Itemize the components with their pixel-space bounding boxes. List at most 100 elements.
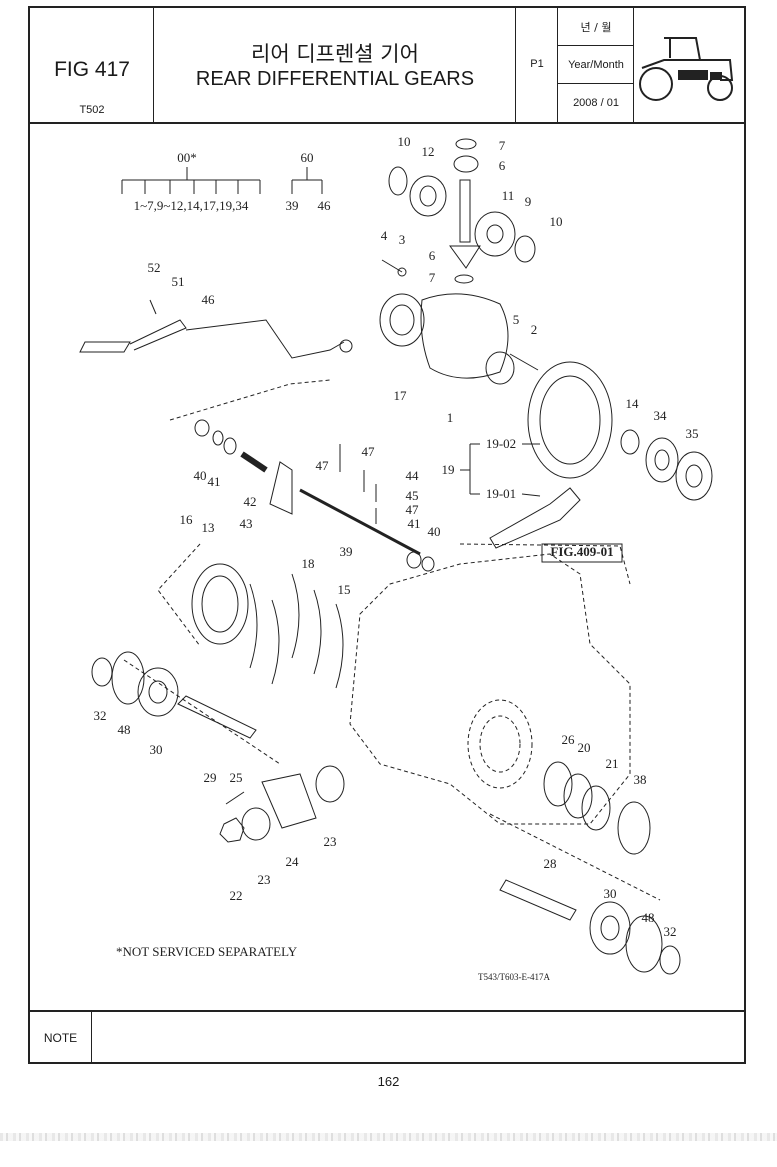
part-10-ring [388,166,408,196]
part-2-pin [509,353,539,371]
callout-47b: 47 [316,458,330,473]
part-9-cover [474,211,516,257]
figure-number: FIG 417 [54,58,130,81]
callout-6: 6 [499,158,506,173]
part-7b-washer [454,274,474,284]
part-48b-ring [625,915,663,973]
callout-39: 39 [340,544,353,559]
callout-1: 1 [447,410,454,425]
part-32-snapring [91,657,113,687]
note-section: NOTE [30,1010,744,1064]
callout-7b: 7 [429,270,436,285]
callout-20: 20 [578,740,591,755]
callout-47a: 47 [362,444,376,459]
callout-18: 18 [302,556,315,571]
callout-2: 2 [531,322,538,337]
callout-32a: 32 [94,708,107,723]
part-51-pedal [79,341,131,353]
part-48-ring [111,651,145,705]
part-19-02-ring-gear [527,361,613,479]
group-00-label: 00* [177,150,197,165]
part-46-rod [185,319,345,359]
part-29-shaft [177,695,257,739]
group-60-item-46: 46 [318,198,332,213]
part-34-bearing [645,437,679,483]
callout-41b: 41 [408,516,421,531]
group-19-label: 19 [442,462,455,477]
year-month-label: Year/Month [558,46,634,84]
callout-9: 9 [525,194,532,209]
drawing-code: T543/T603-E-417A [478,972,550,982]
group-60-item-39: 39 [286,198,299,213]
part-35-bearing [675,451,713,501]
callout-45: 45 [406,488,419,503]
part-40-washer [194,419,210,437]
callout-28: 28 [544,856,557,871]
callout-4: 4 [381,228,388,243]
transmission-housing [349,553,631,825]
part-28-shaft [499,879,577,921]
revision-date: 2008 / 01 [573,97,619,109]
group-19-01-label: 19-01 [486,486,516,501]
scan-artifact-strip [0,1133,777,1141]
callout-34: 34 [654,408,668,423]
callout-10b: 10 [550,214,563,229]
callout-51: 51 [172,274,185,289]
callout-47c: 47 [406,502,420,517]
callout-26: 26 [562,732,576,747]
title-korean: 리어 디프렌셜 기어 [251,42,419,66]
figure-cell: FIG 417 T502 [30,8,154,122]
part-15-plate [291,573,300,659]
callout-52: 52 [148,260,161,275]
callout-41a: 41 [208,474,221,489]
callout-30b: 30 [604,886,617,901]
callout-16: 16 [180,512,194,527]
header-block: FIG 417 T502 리어 디프렌셜 기어 REAR DIFFERENTIA… [30,8,744,124]
callout-46: 46 [202,292,216,307]
callout-40b: 40 [428,524,441,539]
fig-reference-box [541,543,623,563]
year-month-korean: 년 / 월 [558,8,634,46]
callout-30a: 30 [150,742,163,757]
part-23b-seal [241,807,271,841]
part-41-ring [212,430,224,446]
callout-43: 43 [240,516,253,531]
callout-6b: 6 [429,248,436,263]
callout-7: 7 [499,138,506,153]
part-39-shaft [299,488,421,556]
footnote: *NOT SERVICED SEPARATELY [116,944,298,959]
callout-48b: 48 [642,910,655,925]
part-3-washer [397,267,407,277]
part-25-bolt [225,791,245,805]
part-11-shaft [459,179,471,243]
part-42-spring [240,451,268,473]
part-7-washer [455,138,477,150]
part-17-bearing [379,293,425,347]
part-13-housing [191,563,249,645]
callout-11: 11 [502,188,515,203]
callout-25: 25 [230,770,243,785]
callout-17: 17 [394,388,408,403]
callout-21: 21 [606,756,619,771]
part-21-seal [581,785,611,831]
callout-35: 35 [686,426,699,441]
callout-23a: 23 [324,834,337,849]
group-19-02-label: 19-02 [486,436,516,451]
tractor-cell [634,8,744,122]
part-24-flange [261,773,317,829]
callout-13: 13 [202,520,215,535]
part-6-pinion [453,155,479,173]
callout-3: 3 [399,232,406,247]
part-23a-seal [315,765,345,803]
callout-22: 22 [230,888,243,903]
callout-29: 29 [204,770,217,785]
part-18-disc [249,583,258,669]
parts-page-frame: FIG 417 T502 리어 디프렌셜 기어 REAR DIFFERENTIA… [28,6,746,1064]
group-00-range: 1~7,9~12,14,17,19,34 [134,198,249,213]
part-6b-pinion [449,245,481,269]
callout-32b: 32 [664,924,677,939]
part-32b-snapring [659,945,681,975]
part-30-bearing [137,667,179,717]
note-label: NOTE [30,1012,92,1064]
title-cell: 리어 디프렌셜 기어 REAR DIFFERENTIAL GEARS [154,8,516,122]
